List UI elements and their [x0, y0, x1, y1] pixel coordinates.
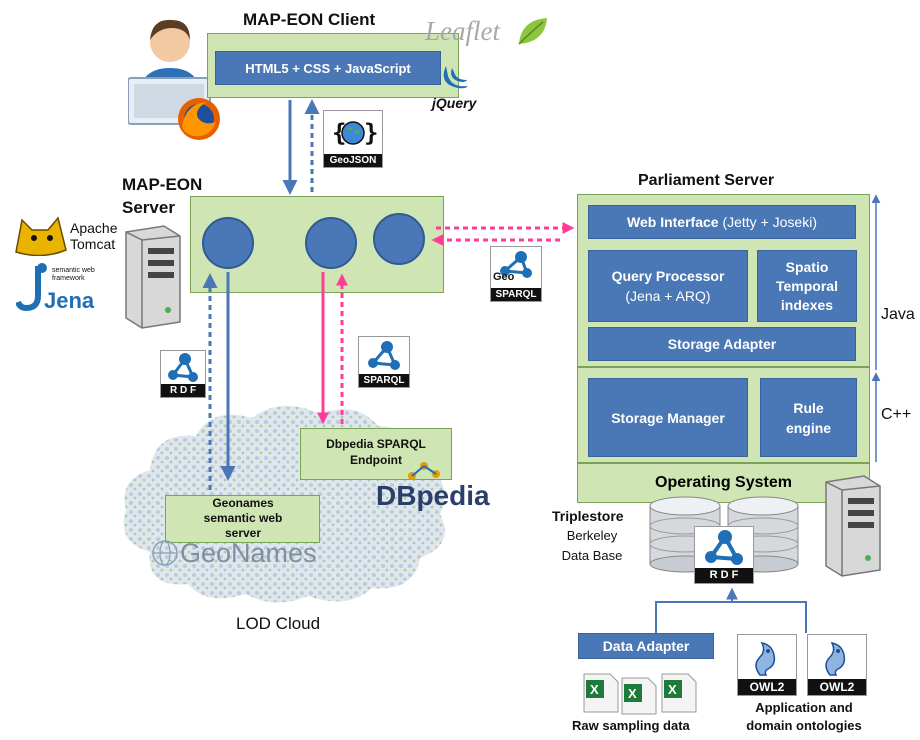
- geonames-server-box: [165, 495, 320, 543]
- web-interface-box: Web Interface (Jetty + Joseki): [588, 205, 856, 239]
- triplestore-title: Triplestore: [552, 508, 624, 524]
- sparql-graph-icon-2: [368, 341, 400, 370]
- storage-adapter-label: Storage Adapter: [667, 336, 777, 352]
- svg-text:}: }: [364, 119, 378, 147]
- raw-data-label: Raw sampling data: [572, 718, 690, 733]
- parliament-server-tower-icon: [820, 472, 884, 578]
- server-module-1: [202, 217, 254, 269]
- rdf-graph-icon: [168, 353, 198, 382]
- owl2-label-a: OWL2: [738, 679, 796, 695]
- parliament-title: Parliament Server: [638, 172, 775, 189]
- storage-manager-box: Storage Manager: [588, 378, 748, 457]
- server-module-3: [373, 213, 425, 265]
- dbpedia-logo: DBpedia: [376, 480, 490, 511]
- geojson-badge: { } GeoJSON: [323, 110, 383, 168]
- ontologies-label-line2: domain ontologies: [746, 718, 862, 733]
- dbpedia-endpoint-box: [300, 428, 452, 480]
- rdf-badge: R D F: [160, 350, 206, 398]
- svg-text:X: X: [668, 682, 677, 697]
- lod-cloud-label: LOD Cloud: [236, 614, 321, 633]
- owl2-label-b: OWL2: [808, 679, 866, 695]
- geo-sparql-label-line2: SPARQL: [491, 288, 541, 301]
- rule-engine-box: Rule engine: [760, 378, 857, 457]
- svg-text:{: {: [332, 119, 346, 147]
- rdf-store-graph-icon: [705, 530, 743, 565]
- firefox-icon: [176, 96, 222, 142]
- operating-system-label: Operating System: [655, 474, 792, 491]
- data-adapter-box: Data Adapter: [578, 633, 714, 659]
- query-processor-box: Query Processor (Jena + ARQ): [588, 250, 748, 322]
- java-label: Java: [881, 306, 915, 323]
- server-tower-icon: [120, 222, 184, 330]
- rdf-store-badge: R D F: [694, 526, 754, 584]
- leaflet-logo: Leaflet: [425, 16, 500, 46]
- spatio-temporal-label: Spatio Temporal indexes: [776, 258, 838, 313]
- svg-text:X: X: [590, 682, 599, 697]
- jquery-logo: jQuery: [432, 95, 477, 111]
- geonames-server-label: Geonames semantic web server: [203, 496, 283, 540]
- client-stack-label: HTML5 + CSS + JavaScript: [245, 60, 411, 76]
- storage-adapter-box: Storage Adapter: [588, 327, 856, 361]
- storage-manager-label: Storage Manager: [611, 409, 725, 426]
- client-title: MAP-EON Client: [243, 10, 376, 29]
- client-stack-box: HTML5 + CSS + JavaScript: [215, 51, 441, 85]
- web-interface-label: Web Interface: [627, 214, 719, 230]
- geonames-globe-icon: [150, 538, 180, 568]
- tomcat-icon: [12, 212, 70, 257]
- rule-engine-label: Rule engine: [785, 399, 832, 436]
- query-processor-detail: (Jena + ARQ): [625, 288, 711, 304]
- geo-sparql-label-line1: Geo: [493, 271, 515, 283]
- rdf-store-label: R D F: [695, 568, 753, 583]
- sparql-badge: SPARQL: [358, 336, 410, 388]
- owl-icon-2: [825, 641, 846, 676]
- sparql-graph-icon: [500, 251, 532, 278]
- triplestore-subtitle-line2: Data Base: [561, 548, 623, 563]
- operating-system-box: Operating System: [577, 463, 870, 503]
- jquery-swirl-icon: [440, 62, 470, 96]
- excel-files-icon: X X X: [578, 670, 708, 716]
- geo-sparql-badge: Geo SPARQL: [490, 246, 542, 302]
- jena-logo: Jena: [44, 288, 95, 313]
- jena-tagline: semantic web framework: [52, 267, 95, 282]
- leaflet-leaf-icon: [515, 14, 551, 50]
- query-processor-label: Query Processor: [611, 268, 725, 284]
- server-title-line2: Server: [122, 198, 175, 217]
- owl-icon: [755, 641, 776, 676]
- owl2-badge-a: OWL2: [737, 634, 797, 696]
- data-adapter-label: Data Adapter: [602, 638, 690, 654]
- web-interface-detail: (Jetty + Joseki): [722, 214, 817, 230]
- tomcat-logo-line1: Apache: [70, 220, 118, 236]
- server-module-2: [305, 217, 357, 269]
- cpp-label: C++: [881, 406, 912, 423]
- rdf-label: R D F: [161, 384, 205, 397]
- geojson-globe-icon: { }: [332, 119, 378, 147]
- dbpedia-dots-icon: [406, 456, 444, 486]
- data-feed-connector: [655, 601, 807, 633]
- sparql-label: SPARQL: [359, 374, 409, 387]
- triplestore-subtitle-line1: Berkeley: [566, 528, 618, 543]
- owl2-badge-b: OWL2: [807, 634, 867, 696]
- spatio-temporal-box: Spatio Temporal indexes: [757, 250, 857, 322]
- jena-icon: [15, 262, 52, 312]
- geonames-logo: GeoNames: [180, 538, 317, 568]
- tomcat-logo-line2: Tomcat: [70, 236, 116, 252]
- ontologies-label-line1: Application and: [755, 700, 853, 715]
- geojson-label: GeoJSON: [324, 154, 382, 167]
- dbpedia-endpoint-label: Dbpedia SPARQL Endpoint: [326, 437, 426, 467]
- svg-text:X: X: [628, 686, 637, 701]
- server-title: MAP-EON: [122, 175, 203, 194]
